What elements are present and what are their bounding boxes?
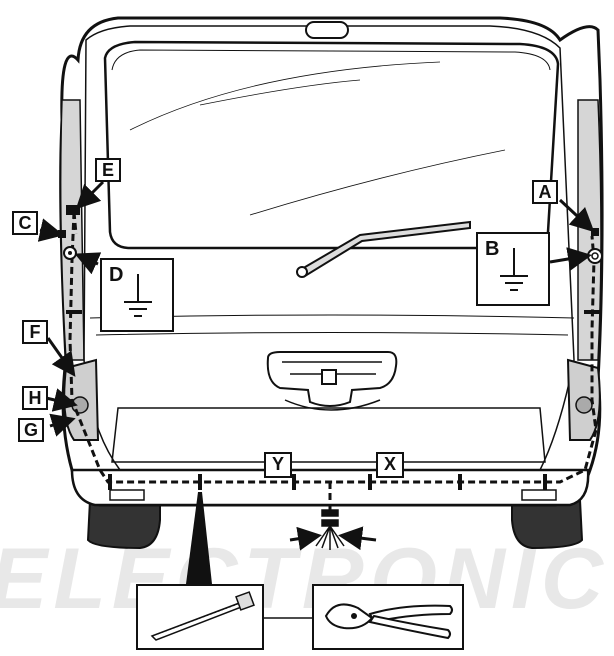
ground-box-d: D <box>100 258 174 332</box>
side-cutter-tool-box <box>312 584 464 650</box>
door-handle <box>266 351 398 407</box>
label-x: X <box>376 452 404 478</box>
left-wheel <box>86 499 161 550</box>
side-cutter-pliers-icon <box>324 603 453 640</box>
ground-box-b: B <box>476 232 550 306</box>
ground-symbol-icon <box>500 248 528 291</box>
label-g: G <box>18 418 44 442</box>
right-tail-light <box>566 358 601 441</box>
label-y: Y <box>264 452 292 478</box>
cable-tie-icon <box>150 591 255 641</box>
label-a: A <box>532 180 558 204</box>
zoom-callout-wedge <box>186 492 212 584</box>
rear-wiper <box>296 220 471 278</box>
label-c: C <box>12 211 38 235</box>
left-tail-light <box>63 358 100 441</box>
right-wheel <box>511 499 584 550</box>
label-f: F <box>22 320 48 344</box>
label-e: E <box>95 158 121 182</box>
wiring-harness <box>68 211 598 512</box>
cable-tie-markers <box>66 310 600 490</box>
cable-tie-tool-box <box>136 584 264 650</box>
label-h: H <box>22 386 48 410</box>
label-d: D <box>109 264 124 286</box>
label-b: B <box>485 238 500 260</box>
rear-window <box>103 40 560 250</box>
ground-symbol-icon <box>124 274 152 317</box>
wire-bundle-end <box>315 509 345 550</box>
